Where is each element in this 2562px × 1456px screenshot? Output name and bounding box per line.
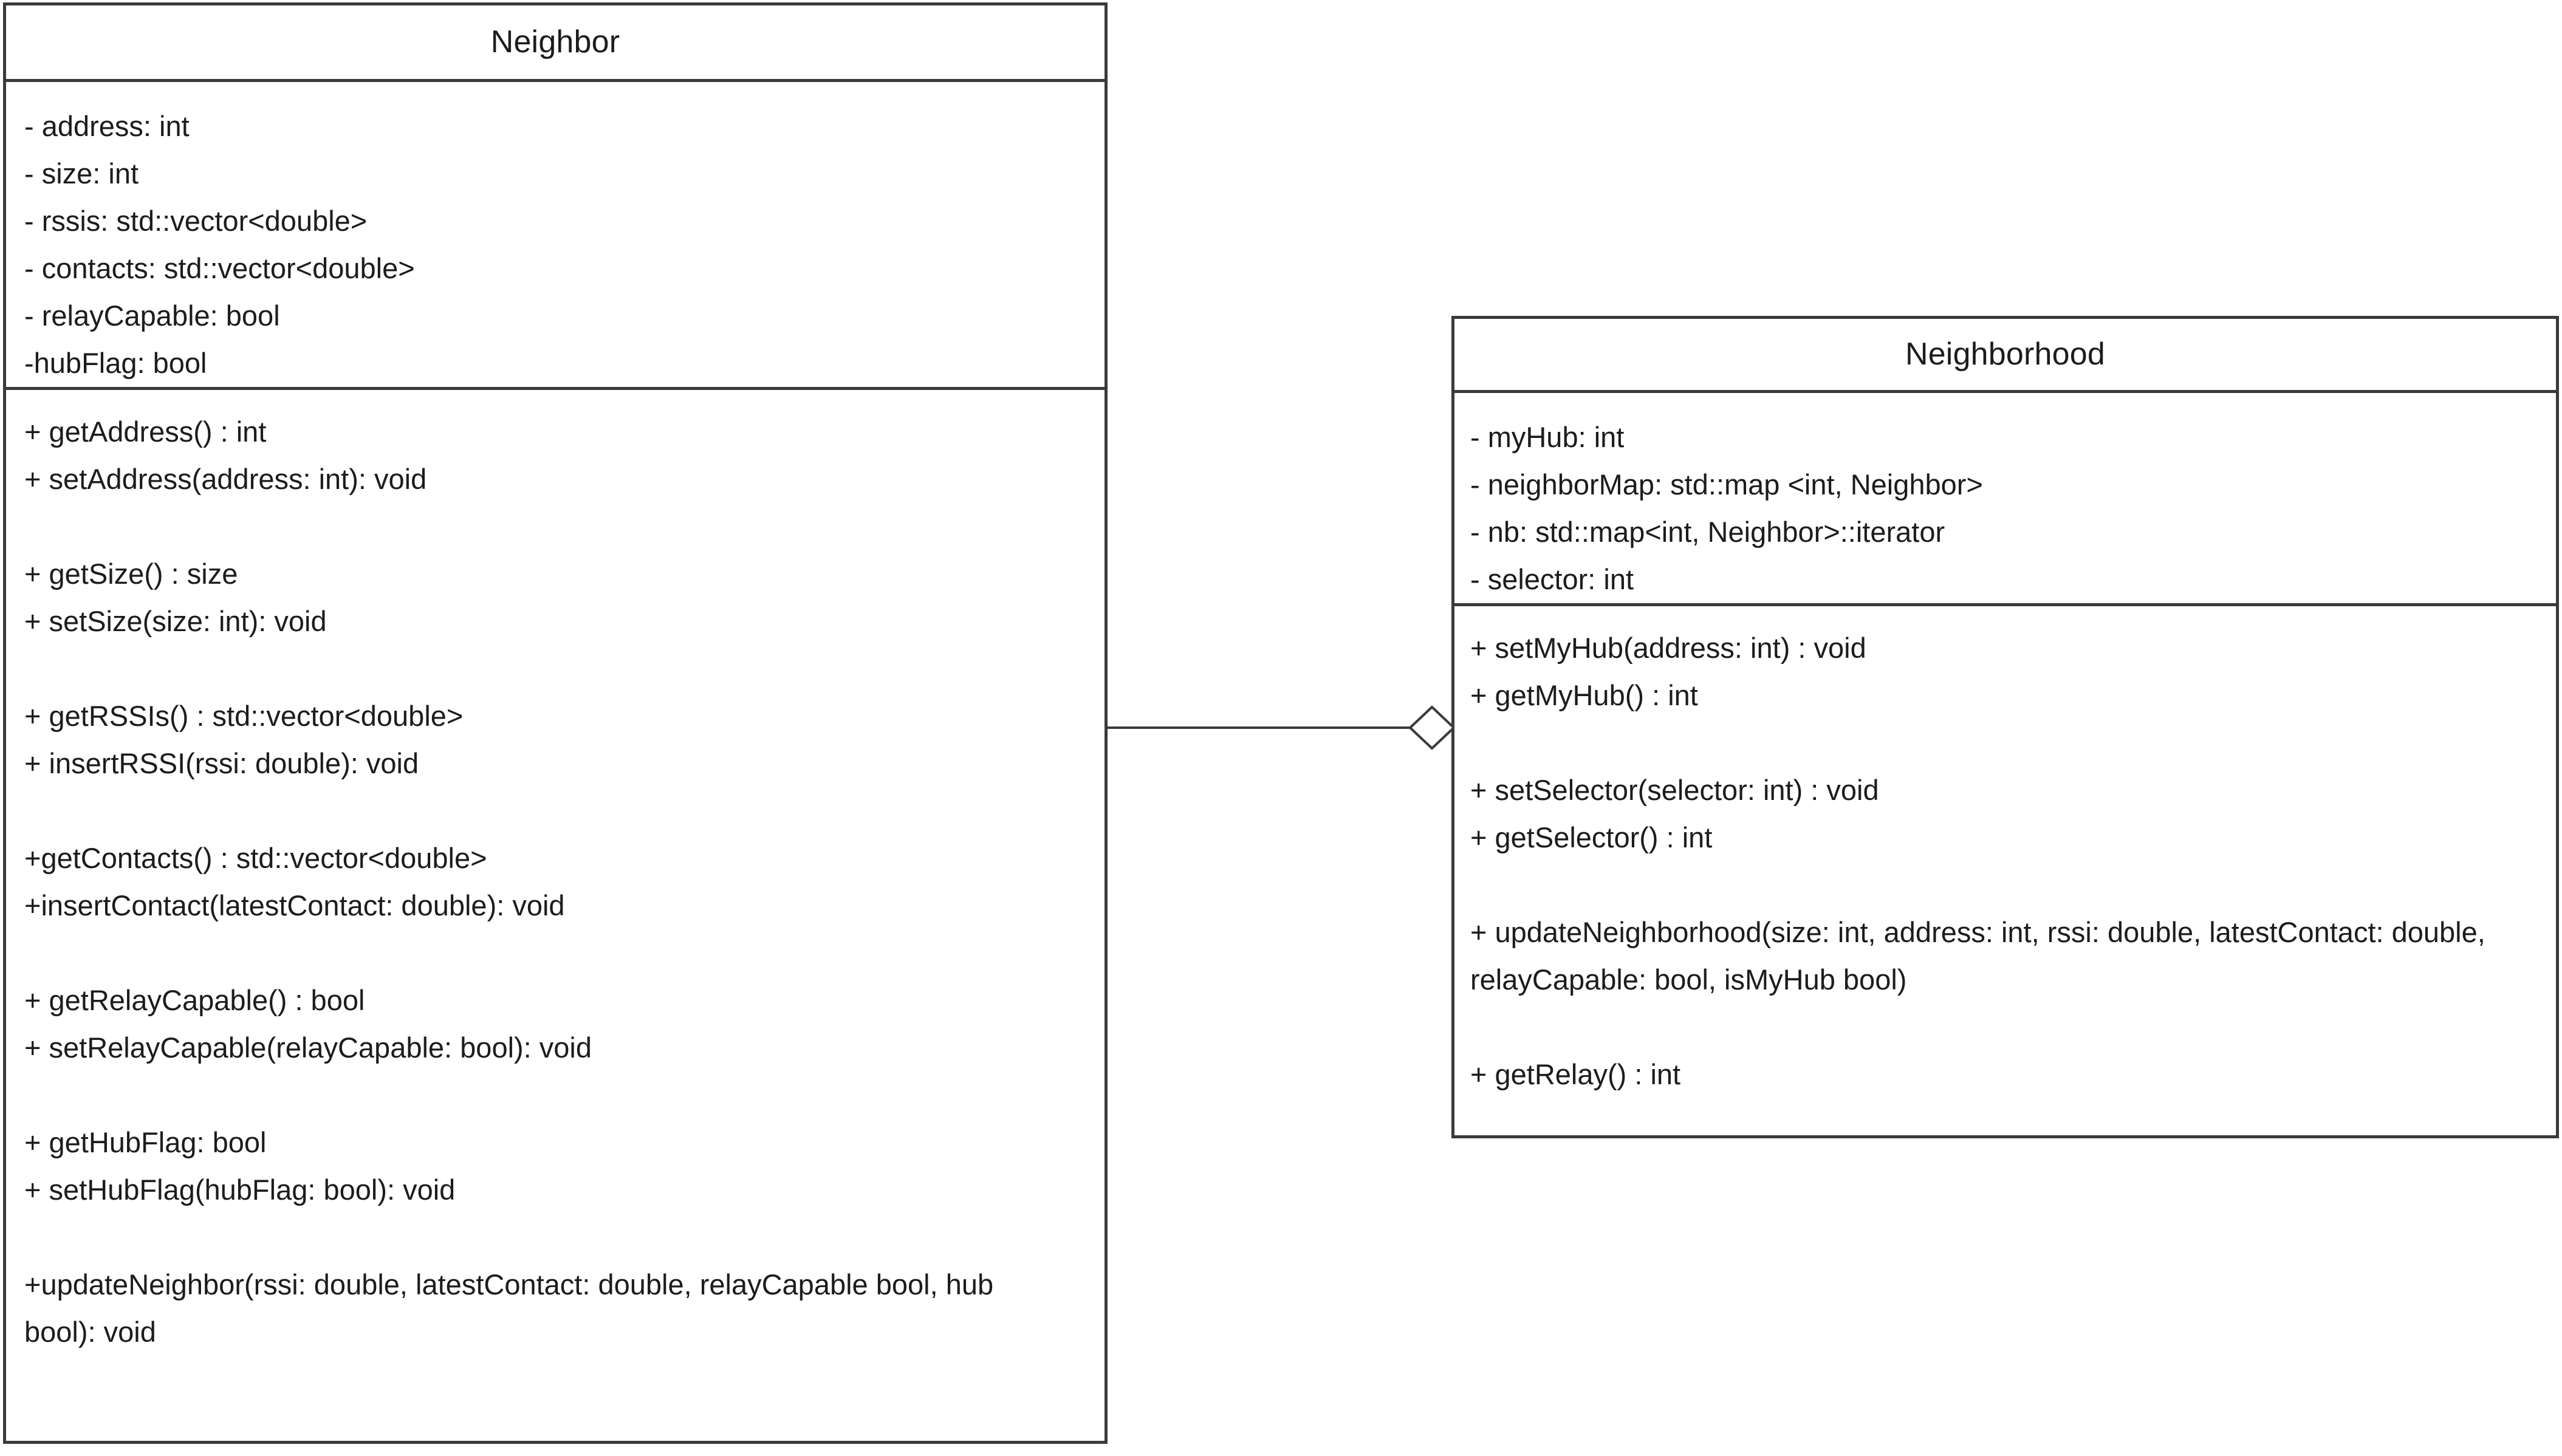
class-header-neighbor: Neighbor xyxy=(6,5,1105,82)
method-row: + getAddress() : int xyxy=(24,415,267,448)
method-row: + setMyHub(address: int) : void xyxy=(1470,632,1866,664)
method-row: + setAddress(address: int): void xyxy=(24,463,427,495)
attribute-row: - contacts: std::vector<double> xyxy=(24,252,415,284)
method-row: + getSize() : size xyxy=(24,558,238,590)
attribute-row: - rssis: std::vector<double> xyxy=(24,205,368,237)
attribute-row: - size: int xyxy=(24,157,139,190)
method-row: + getRelay() : int xyxy=(1470,1058,1681,1090)
aggregation-relationship xyxy=(1108,705,1454,750)
method-row: +updateNeighbor(rssi: double, latestCont… xyxy=(24,1268,1002,1348)
class-header-neighborhood: Neighborhood xyxy=(1454,319,2556,393)
class-box-neighbor[interactable]: Neighbor - address: int - size: int - rs… xyxy=(3,2,1108,1444)
attribute-row: - myHub: int xyxy=(1470,421,1625,453)
attributes-compartment-neighborhood: - myHub: int - neighborMap: std::map <in… xyxy=(1454,393,2556,603)
attribute-row: - nb: std::map<int, Neighbor>::iterator xyxy=(1470,516,1945,548)
method-row: + getSelector() : int xyxy=(1470,821,1713,853)
methods-compartment-neighbor: + getAddress() : int + setAddress(addres… xyxy=(6,387,1105,1356)
methods-compartment-neighborhood: + setMyHub(address: int) : void + getMyH… xyxy=(1454,603,2556,1098)
hollow-diamond-icon xyxy=(1408,705,1454,750)
method-row: + getMyHub() : int xyxy=(1470,679,1698,711)
attribute-row: - relayCapable: bool xyxy=(24,299,280,332)
method-row: + setSelector(selector: int) : void xyxy=(1470,774,1879,806)
method-row: +getContacts() : std::vector<double> xyxy=(24,842,487,874)
method-row: + getHubFlag: bool xyxy=(24,1126,267,1158)
method-row: + insertRSSI(rssi: double): void xyxy=(24,747,419,779)
method-row: + setSize(size: int): void xyxy=(24,605,327,637)
class-name-neighborhood: Neighborhood xyxy=(1905,336,2106,372)
method-row: +insertContact(latestContact: double): v… xyxy=(24,889,565,921)
class-box-neighborhood[interactable]: Neighborhood - myHub: int - neighborMap:… xyxy=(1451,316,2559,1138)
class-name-neighbor: Neighbor xyxy=(490,24,620,60)
attribute-row: - selector: int xyxy=(1470,563,1634,595)
attribute-row: - neighborMap: std::map <int, Neighbor> xyxy=(1470,468,1983,501)
method-row: + setRelayCapable(relayCapable: bool): v… xyxy=(24,1031,592,1064)
attribute-row: -hubFlag: bool xyxy=(24,347,207,379)
method-row: + updateNeighborhood(size: int, address:… xyxy=(1470,916,2493,996)
method-row: + getRelayCapable() : bool xyxy=(24,984,365,1016)
attributes-compartment-neighbor: - address: int - size: int - rssis: std:… xyxy=(6,82,1105,387)
method-row: + setHubFlag(hubFlag: bool): void xyxy=(24,1174,456,1206)
attribute-row: - address: int xyxy=(24,110,190,142)
method-row: + getRSSIs() : std::vector<double> xyxy=(24,700,464,732)
